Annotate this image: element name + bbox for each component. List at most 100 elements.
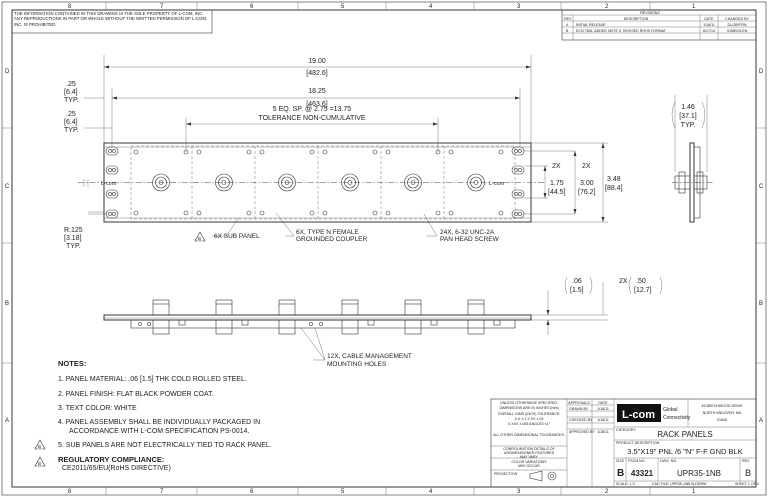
subpanel-screws (133, 149, 504, 216)
lcom-logo: L-com Global Connectivity (617, 404, 691, 422)
dim-spacing: 5 EQ. SP. @ 2.75 =13.75 (273, 106, 351, 113)
dim-flange-qty: 2X (619, 278, 628, 285)
dim-height-in: 3.48 (607, 176, 621, 183)
note-5: 5. SUB PANELS ARE NOT ELECTRICALLY TIED … (58, 442, 272, 449)
type-n-coupler (404, 173, 422, 192)
dim-slot-qty: 2X (552, 163, 561, 170)
type-n-coupler (215, 173, 233, 192)
tol-line-5: X.XXX ±.005 ANGLES ±1° (508, 422, 551, 426)
zone-top-5: 5 (341, 4, 345, 10)
regulatory-text: CE2011/65/EU(RoHS DIRECTIVE) (62, 465, 171, 472)
revisions-table: REVISIONS REV DESCRIPTION DATE CHANGED B… (561, 9, 757, 41)
dimension-arrows (104, 65, 605, 222)
rev-a-date: 1/18/11 (703, 23, 715, 27)
note-4-cont: ACCORDANCE WITH L-COM SPECIFICATION PS-0… (69, 428, 249, 435)
tol-line-4: X.X ±.1 X.XX ±.02 (515, 417, 544, 421)
rev-header: REV (564, 17, 572, 21)
zone-bottom-6: 6 (250, 489, 254, 495)
company-connectivity: Connectivity (663, 415, 691, 421)
type-n-coupler (152, 173, 170, 192)
zone-top-7: 7 (160, 4, 164, 10)
regulatory-title: REGULATORY COMPLIANCE: (58, 455, 164, 464)
size-label: SIZE (616, 459, 625, 463)
subpanel-dividers (191, 146, 445, 219)
svg-text:B: B (198, 236, 201, 241)
dwg-label: DWG. NO. (660, 459, 677, 463)
zone-right-a: A (759, 418, 763, 424)
rev-value: B (745, 468, 751, 478)
note-2: 2. PANEL FINISH: FLAT BLACK POWDER COAT. (58, 391, 214, 398)
callout-coupler-2: GROUNDED COUPLER (296, 236, 367, 243)
svg-text:B: B (38, 444, 41, 449)
rev-b: B (566, 29, 569, 33)
inner-border (11, 9, 757, 488)
cad-file-text: CAD FILE: UPR35-1NB.SLDDRW (652, 482, 707, 486)
note-1: 1. PANEL MATERIAL: .06 [1.5] THK COLD RO… (58, 376, 247, 383)
tol-line-2: DIMENSIONS ARE IN INCHES [mm] (499, 406, 558, 410)
scale-text: SCALE: 1:3 (616, 482, 635, 486)
dim-overall-mm: [482.6] (306, 70, 327, 77)
dim-tolerance: TOLERANCE NON-CUMULATIVE (258, 115, 365, 122)
address-3: 01845 (717, 418, 727, 422)
callout-holes-2: MOUNTING HOLES (327, 361, 387, 368)
revisions-title: REVISIONS (640, 11, 660, 15)
dim-depth-typ: TYP. (681, 122, 696, 129)
svg-text:B: B (38, 461, 41, 466)
fscm-value: 43321 (631, 469, 654, 478)
address-2: NORTH ANDOVER, MA (703, 411, 742, 415)
type-n-coupler (278, 173, 296, 192)
dim-depth-in: 1.46 (681, 104, 695, 111)
dim-thick-in: .06 (572, 278, 582, 285)
tol-line-8: UNDIMENSIONED FEATURES (504, 451, 555, 455)
rev-b-date: 6/17/14 (703, 29, 715, 33)
checked-by-date: 1/18/11 (597, 418, 609, 422)
dimension-lines (84, 55, 608, 361)
zone-left-a: A (5, 418, 9, 424)
proprietary-notice: THE INFORMATION CONTAINED IN THIS DRAWIN… (14, 11, 208, 27)
svg-text:L-com: L-com (622, 409, 655, 421)
category-label: CATEGORY (616, 428, 636, 432)
revision-flag-regulatory: B (34, 456, 46, 467)
size-value: B (617, 468, 624, 479)
zone-bottom-7: 7 (160, 489, 164, 495)
category-value: RACK PANELS (657, 430, 712, 439)
zone-bottom-3: 3 (517, 489, 521, 495)
zone-top-1: 1 (692, 4, 696, 10)
zone-bottom-2: 2 (605, 489, 609, 495)
revision-flag-sub-panel: B (194, 231, 206, 242)
rev-a-description: INITIAL RELEASE (576, 23, 606, 27)
callout-coupler-1: 6X, TYPE N FEMALE (296, 229, 359, 236)
zone-top-6: 6 (250, 4, 254, 10)
dim-edge-in: .25 (66, 81, 76, 88)
dim-radius-in: R.125 (64, 227, 83, 234)
dim-flange-mm: [12.7] (634, 287, 652, 294)
dim-hole-span-in: 18.25 (308, 88, 326, 95)
mounting-holes (138, 319, 501, 326)
dim-slot-mm: [44.5] (548, 189, 566, 196)
dim-radius-typ: TYP. (66, 243, 81, 250)
coupler-bottoms (152, 299, 485, 335)
notes: NOTES: 1. PANEL MATERIAL: .06 [1.5] THK … (34, 359, 272, 472)
drawn-by-date: 1/18/11 (597, 407, 609, 411)
title-block: UNLESS OTHERWISE SPECIFIED: DIMENSIONS A… (490, 398, 759, 488)
zone-top-8: 8 (68, 4, 72, 10)
description-header: DESCRIPTION (624, 17, 649, 21)
dim-edge2-mm: [6.4] (64, 119, 78, 126)
zone-bottom-1: 1 (692, 489, 696, 495)
depth-dim-brackets (671, 101, 706, 129)
dim-height-mm: [88.4] (605, 185, 623, 192)
zone-left-b: B (5, 301, 9, 307)
zone-top-3: 3 (517, 4, 521, 10)
zone-bottom-8: 8 (68, 489, 72, 495)
zone-right-c: C (759, 184, 764, 190)
rev-b-description: ECN 7681, ADDED NOTE 5, REVISED ROHS FOR… (576, 29, 667, 33)
dim-radius-mm: [3.18] (64, 235, 82, 242)
centerline-mark (83, 179, 89, 187)
tol-line-3: OVERALL DIMS (INCH) TOLERANCE: (498, 412, 560, 416)
dim-edge-mm: [6.4] (64, 89, 78, 96)
callout-screw-2: PAN HEAD SCREW (440, 236, 500, 243)
projection-label: PROJECTION (494, 472, 518, 476)
